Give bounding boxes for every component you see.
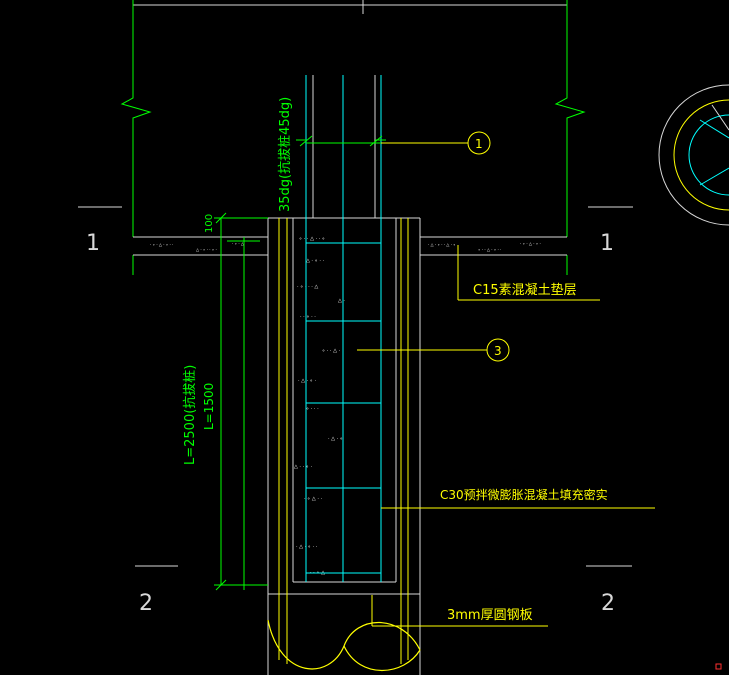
callout-3-circle	[486, 338, 510, 362]
edge-detail-circle	[658, 84, 729, 226]
section-mark-1-right: 1	[600, 231, 614, 256]
callout-1-circle	[467, 131, 491, 155]
pile-length-label: L=2500(抗拔桩)	[183, 365, 198, 465]
svg-text:· ∘ △ · ·: · ∘ △ · ·	[304, 496, 323, 502]
svg-text:· ∘ · △ · ∘ · ·: · ∘ · △ · ∘ · ·	[150, 242, 173, 247]
dimension-lines	[214, 135, 386, 591]
anchor-length-label: 35dg(抗拔桩45dg)	[278, 97, 293, 212]
svg-text:· △ · ∘ · ·: · △ · ∘ · ·	[296, 544, 318, 550]
svg-text:· △ · ∘: · △ · ∘	[328, 436, 343, 442]
svg-text:∘ · · ·: ∘ · · ·	[306, 406, 319, 412]
c15-cushion-layer	[133, 236, 567, 256]
pile-length-short-label: L=1500	[202, 383, 216, 430]
pile-break-symbol	[267, 619, 421, 671]
c30-fill-label: C30预拌微膨胀混凝土填充密实	[440, 487, 608, 502]
svg-text:· △ · ∘ · · △ · ∘: · △ · ∘ · · △ · ∘	[428, 242, 456, 247]
callout-1-number: 1	[475, 137, 483, 151]
dim-top-100: 100	[204, 214, 215, 233]
svg-text:∘ · · △ · ∘ · ·: ∘ · · △ · ∘ · ·	[478, 247, 501, 252]
corner-marker	[715, 663, 722, 670]
svg-text:△ · ∘ · ·: △ · ∘ · ·	[306, 258, 325, 264]
svg-text:· △ · ∘ ·: · △ · ∘ ·	[298, 378, 317, 384]
callout-leaders	[357, 142, 655, 627]
section-mark-2-left: 2	[139, 591, 153, 616]
reinforcement-bars	[305, 75, 382, 582]
svg-text:· · ∘ · ·: · · ∘ · ·	[300, 314, 316, 320]
pile-shell	[267, 217, 421, 675]
svg-text:△ · ∘ · · ∘ ·: △ · ∘ · · ∘ ·	[196, 247, 217, 252]
c15-layer-label: C15素混凝土垫层	[473, 282, 577, 298]
reinforcement-lap-lines	[312, 75, 376, 218]
upper-wall-outline	[120, 0, 586, 275]
c15-cushion-hatch: · ∘ · △ · ∘ · · △ · ∘ · · ∘ · · ∘ · △ · …	[150, 241, 541, 252]
svg-text:· ∘ · · · △: · ∘ · · · △	[297, 284, 318, 290]
section-mark-lines	[78, 206, 633, 567]
svg-text:△ · · ∘ ·: △ · · ∘ ·	[294, 464, 313, 470]
svg-text:∘ · · △ · · ∘: ∘ · · △ · · ∘	[299, 236, 325, 242]
callout-3-number: 3	[494, 344, 502, 358]
section-mark-2-right: 2	[601, 591, 615, 616]
svg-text:△ ·: △ ·	[338, 298, 345, 304]
c30-concrete-fill-hatch: ∘ · · △ · · ∘ △ · ∘ · · · ∘ · · · △ △ · …	[294, 236, 345, 576]
steel-plate-label: 3mm厚圆钢板	[447, 608, 533, 623]
svg-text:· ∘ · △: · ∘ · △	[232, 241, 245, 246]
svg-text:∘ · · △ ·: ∘ · · △ ·	[322, 348, 341, 354]
pile-liner	[278, 218, 409, 664]
section-mark-1-left: 1	[86, 231, 100, 256]
svg-text:· ∘ · △ · ∘ ·: · ∘ · △ · ∘ ·	[520, 241, 541, 246]
